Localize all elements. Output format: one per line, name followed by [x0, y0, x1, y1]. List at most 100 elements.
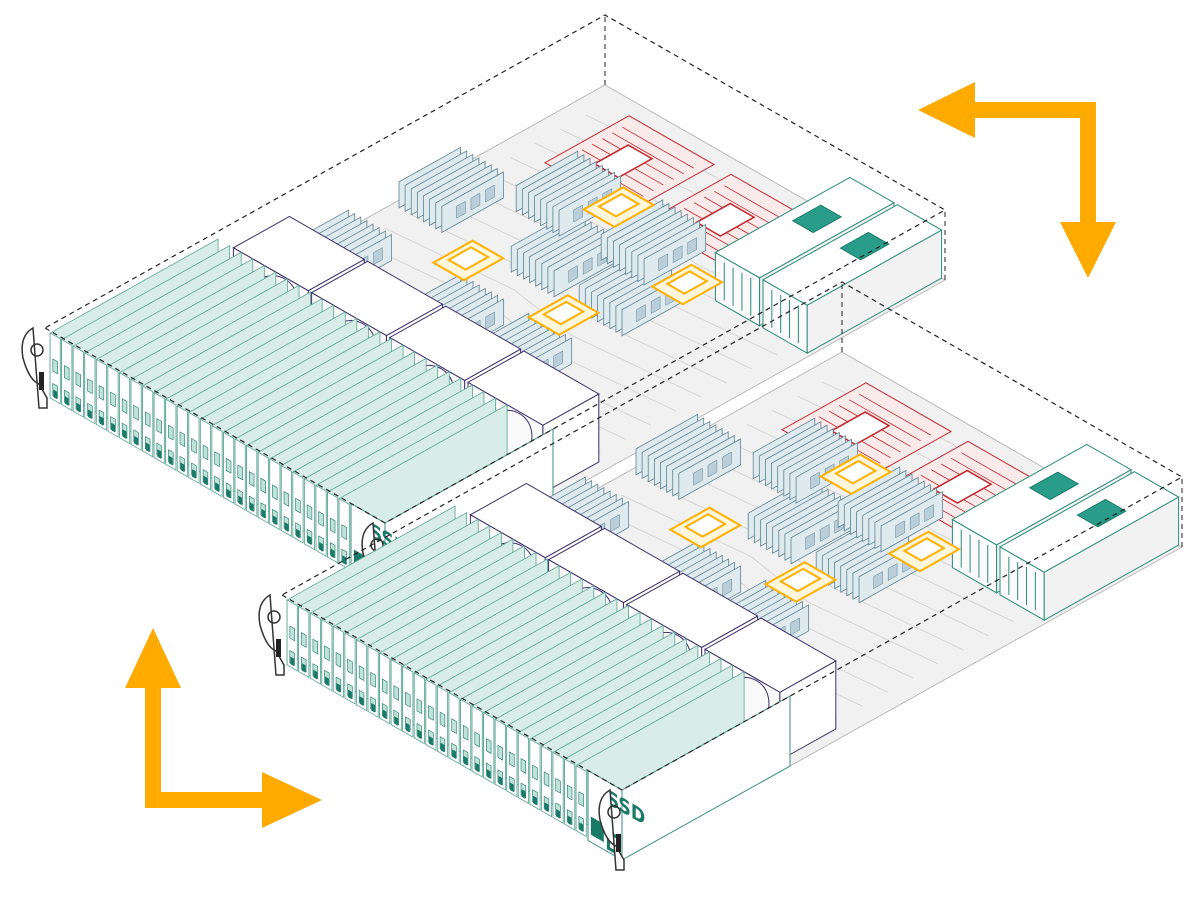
- drive-latch: [371, 702, 376, 713]
- board-chip: [932, 469, 993, 504]
- drive-latch: [475, 762, 480, 773]
- drive-led: [156, 418, 162, 434]
- board-trace: [859, 393, 931, 436]
- dimm-chip: [707, 459, 718, 478]
- drive-latch: [463, 755, 468, 766]
- drive-latch: [324, 676, 329, 687]
- cpu-chip: [596, 192, 641, 218]
- label-panel-side: [621, 695, 791, 861]
- drive-latch: [417, 729, 422, 740]
- drive-led: [121, 398, 128, 415]
- drive-latch: [452, 749, 456, 760]
- dimm-bank: [578, 250, 685, 337]
- dimm-chip: [485, 184, 495, 203]
- drive-latch: [533, 795, 537, 806]
- dimm-chip: [810, 471, 820, 490]
- drive-led: [168, 424, 174, 441]
- drive-latch: [521, 789, 526, 799]
- drive-latch: [405, 722, 410, 733]
- psu-vent: [1076, 498, 1127, 528]
- drive-latch: [64, 396, 69, 406]
- drive-led: [578, 791, 584, 807]
- drive-latch: [498, 775, 503, 786]
- drive-latch: [290, 656, 295, 667]
- dimm-chip: [805, 532, 815, 551]
- drive-led: [98, 384, 105, 401]
- dimm-chip: [693, 467, 703, 486]
- cpu-chip: [902, 537, 946, 562]
- drive-led: [225, 457, 232, 474]
- cpu-chip: [833, 459, 878, 485]
- board-trace: [612, 132, 684, 175]
- arrow-down-head-icon: [1060, 222, 1116, 278]
- drive-led: [260, 477, 266, 494]
- drive-latch: [53, 389, 58, 400]
- dimm-bank: [635, 413, 741, 501]
- dimm-chip: [582, 257, 593, 275]
- drive-led: [474, 731, 480, 748]
- drive-led: [428, 705, 434, 721]
- drive-latch: [544, 802, 549, 813]
- drive-led: [381, 678, 388, 695]
- drive-led: [237, 464, 243, 481]
- drive-led: [341, 524, 347, 540]
- drive-latch: [556, 808, 561, 819]
- dimm-chip: [672, 245, 683, 264]
- psu-vent: [1028, 471, 1080, 501]
- drive-led: [52, 358, 58, 375]
- drive-led: [289, 625, 295, 642]
- dimm-chip: [909, 512, 920, 531]
- dimm-bank: [600, 199, 707, 286]
- drive-latch: [215, 482, 219, 493]
- drive-latch: [330, 548, 335, 559]
- drive-led: [370, 671, 376, 688]
- cpu-chip: [665, 270, 709, 295]
- dimm-bank: [398, 146, 504, 234]
- drive-led: [543, 771, 550, 788]
- psu-vent: [839, 231, 890, 261]
- drive-latch: [111, 422, 115, 433]
- rack-ear-hole-icon: [30, 343, 44, 357]
- drive-led: [179, 431, 186, 448]
- drive-led: [347, 658, 353, 675]
- dimm-chip: [573, 204, 583, 223]
- dimm-bank: [752, 417, 859, 504]
- power-supply: [998, 471, 1180, 622]
- dimm-chip: [924, 504, 934, 522]
- drive-led: [191, 438, 197, 454]
- drive-led: [555, 777, 561, 794]
- drive-latch: [440, 742, 445, 753]
- drive-latch: [579, 822, 584, 833]
- dimm-chip: [790, 617, 800, 636]
- drive-latch: [191, 469, 196, 479]
- drive-led: [405, 691, 411, 708]
- drive-latch: [238, 495, 243, 506]
- cpu-chip: [446, 246, 491, 271]
- chassis-outline: [43, 14, 947, 524]
- drive-latch: [313, 669, 318, 680]
- arrow-path: [145, 675, 275, 808]
- dimm-chip: [485, 311, 495, 330]
- dimm-chip: [373, 247, 383, 266]
- drive-led: [312, 638, 319, 655]
- drive-led: [532, 764, 538, 781]
- dimm-chip: [470, 192, 481, 211]
- dimm-chip: [819, 524, 830, 542]
- top-right-arrows: [918, 82, 1116, 278]
- board-chip: [593, 144, 654, 179]
- drive-led: [283, 491, 290, 507]
- drive-led: [318, 510, 324, 527]
- drive-latch: [261, 508, 266, 519]
- arrow-left-head-icon: [918, 82, 975, 138]
- drive-latch: [203, 475, 208, 486]
- dimm-chip: [873, 571, 883, 590]
- rack-ear-slot-icon: [616, 834, 621, 852]
- drive-led: [497, 744, 503, 761]
- board-trace: [849, 399, 921, 442]
- dimm-chip: [456, 200, 466, 219]
- drive-latch: [249, 502, 254, 512]
- drive-led: [335, 651, 342, 668]
- drive-led: [509, 751, 515, 768]
- drive-latch: [342, 555, 347, 566]
- drive-latch: [122, 429, 127, 440]
